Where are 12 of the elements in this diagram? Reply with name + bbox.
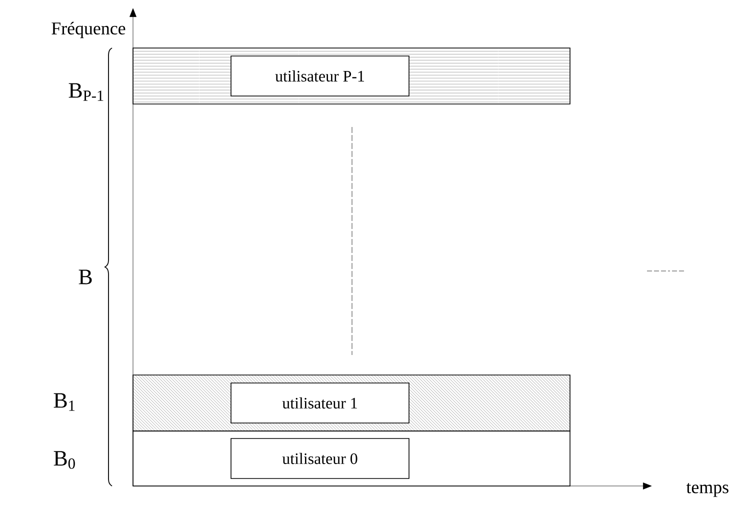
frequency-band: [132, 374, 570, 432]
frequency-band: [132, 430, 570, 486]
user-box: utilisateur 0: [230, 438, 410, 479]
axis-label: temps: [686, 483, 728, 497]
user-box: utilisateur 1: [230, 382, 410, 424]
band-label: B$_{P-1}$: [68, 83, 104, 101]
band-label: B$_{0}$: [54, 451, 75, 469]
band-label: B: [78, 270, 92, 284]
user-box: utilisateur P-1: [230, 56, 410, 96]
axis-label: Fréquence: [52, 22, 126, 38]
band-label: B$_{1}$: [54, 393, 75, 411]
frequency-band: [132, 48, 570, 104]
